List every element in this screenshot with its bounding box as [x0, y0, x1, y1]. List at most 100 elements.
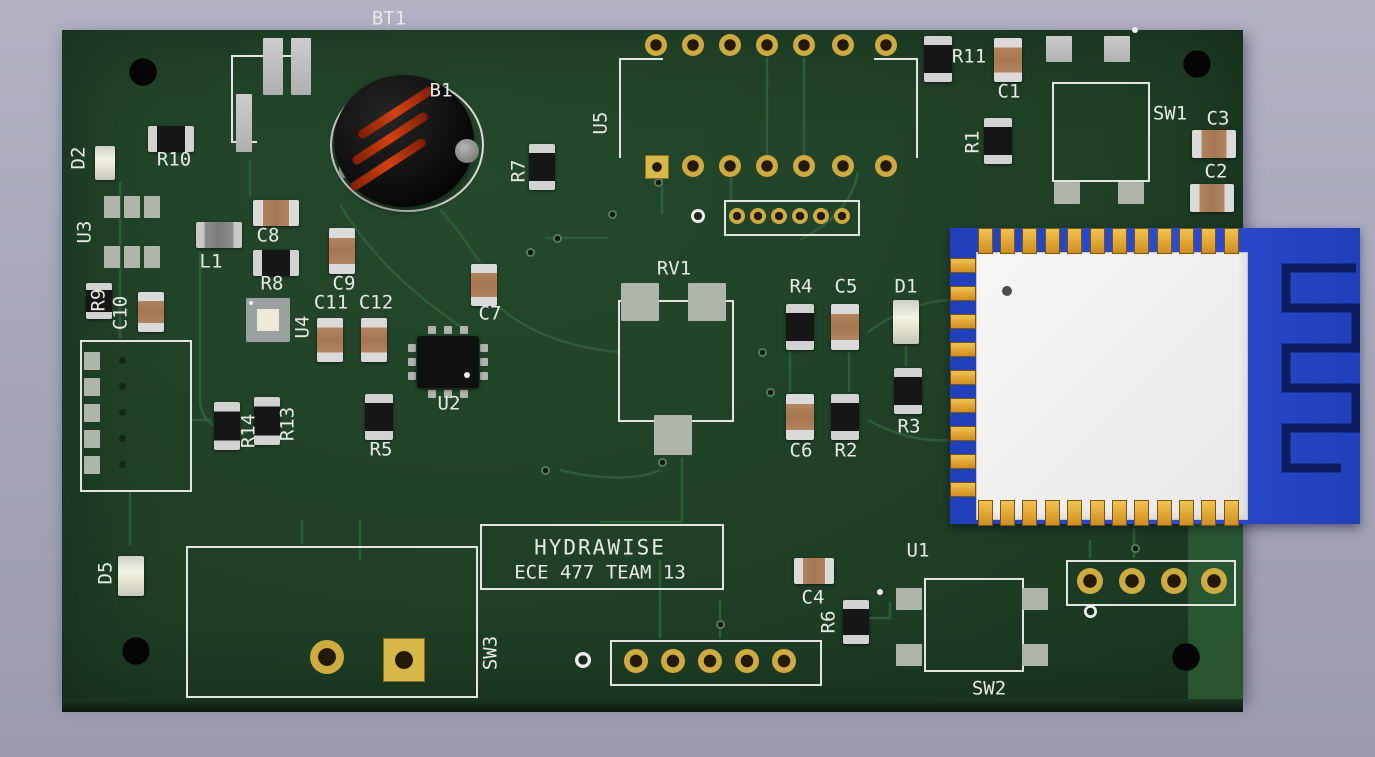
- silkscreen-label-r11: R11: [951, 45, 987, 68]
- module-pin: [1090, 228, 1105, 254]
- plated-hole: [1083, 604, 1097, 618]
- module-pin: [978, 500, 993, 526]
- module-pin: [1179, 500, 1194, 526]
- module-pin: [1000, 228, 1015, 254]
- capacitor-c5: [831, 304, 859, 350]
- drill-hole: [119, 435, 126, 442]
- silkscreen-label-u1: U1: [906, 539, 930, 562]
- via: [654, 178, 663, 187]
- via: [526, 248, 535, 257]
- through-hole-pad: [682, 155, 704, 177]
- silkscreen-label-d5: D5: [94, 561, 117, 585]
- inductor-l1: [196, 222, 242, 248]
- silkscreen-label-r5: R5: [369, 438, 393, 461]
- silkscreen-line: [874, 58, 918, 60]
- module-pin: [1134, 500, 1149, 526]
- silkscreen-label-r8: R8: [260, 272, 284, 295]
- resistor-r5: [365, 394, 393, 440]
- through-hole-pad: [875, 155, 897, 177]
- smd-pad: [480, 372, 488, 380]
- silkscreen-label-r13: R13: [276, 406, 299, 442]
- silkscreen-subtitle: ECE 477 TEAM 13: [514, 561, 686, 584]
- silkscreen-label-c5: C5: [834, 275, 858, 298]
- silkscreen-label-r2: R2: [834, 439, 858, 462]
- silkscreen-label-c11: C11: [313, 291, 349, 314]
- silkscreen-dot: [1132, 27, 1138, 33]
- drill-hole: [119, 461, 126, 468]
- smd-pad: [896, 644, 922, 666]
- silkscreen-label-r3: R3: [897, 415, 921, 438]
- buzzer-terminal: [455, 139, 479, 163]
- smd-pad: [408, 372, 416, 380]
- silkscreen-label-sw1: SW1: [1152, 102, 1188, 125]
- smd-pad: [144, 246, 160, 268]
- smd-pad: [444, 326, 452, 334]
- resistor-r1: [984, 118, 1012, 164]
- capacitor-c2: [1190, 184, 1234, 212]
- silkscreen-label-sw2: SW2: [971, 677, 1007, 700]
- sw1-outline: [1052, 82, 1150, 182]
- silkscreen-line: [916, 58, 918, 158]
- capacitor-c4: [794, 558, 834, 584]
- smd-pad: [688, 283, 726, 321]
- through-hole-pad: [735, 649, 759, 673]
- smd-pad: [84, 378, 100, 396]
- silkscreen-label-d1: D1: [894, 275, 918, 298]
- silkscreen-label-r10: R10: [156, 148, 192, 171]
- capacitor-c7: [471, 264, 497, 306]
- through-hole-pad: [832, 34, 854, 56]
- module-pin: [1045, 500, 1060, 526]
- silkscreen-label-c6: C6: [789, 439, 813, 462]
- module-shield-dot: [1002, 286, 1012, 296]
- silkscreen-label-r14: R14: [237, 413, 260, 449]
- through-hole-pad: [719, 155, 741, 177]
- ic-u2: [417, 336, 479, 388]
- silkscreen-label-c7: C7: [478, 302, 502, 325]
- through-hole-pad: [832, 155, 854, 177]
- via: [766, 388, 775, 397]
- module-pin: [950, 314, 976, 329]
- module-pin: [1000, 500, 1015, 526]
- smd-pad: [1022, 644, 1048, 666]
- through-hole-pad: [645, 34, 667, 56]
- smd-pad: [1022, 588, 1048, 610]
- via: [758, 348, 767, 357]
- smd-pad: [621, 283, 659, 321]
- resistor-r11: [924, 36, 952, 82]
- through-hole-pad: [756, 34, 778, 56]
- silkscreen-label-r7: R7: [507, 159, 530, 183]
- mounting-hole: [1183, 50, 1211, 78]
- module-pin: [1045, 228, 1060, 254]
- drill-hole: [119, 409, 126, 416]
- module-pin: [1112, 500, 1127, 526]
- silkscreen-label-u4: U4: [291, 315, 314, 339]
- silkscreen-line: [619, 58, 621, 158]
- module-pin: [950, 370, 976, 385]
- module-pin: [1201, 500, 1216, 526]
- through-hole-pad: [1161, 568, 1187, 594]
- capacitor-c1: [994, 38, 1022, 82]
- plated-hole: [575, 652, 591, 668]
- via: [553, 234, 562, 243]
- smd-pad: [428, 326, 436, 334]
- silkscreen-label-r4: R4: [789, 275, 813, 298]
- antenna-trace: [1281, 263, 1360, 473]
- silkscreen-label-c1: C1: [997, 80, 1021, 103]
- resistor-r2: [831, 394, 859, 440]
- via: [608, 210, 617, 219]
- via: [716, 620, 725, 629]
- smd-pad: [654, 415, 692, 455]
- silkscreen-label-sw3: SW3: [479, 635, 502, 671]
- silkscreen-label-c10: C10: [109, 295, 132, 331]
- silkscreen-line: [231, 55, 233, 143]
- led-d2: [95, 146, 115, 180]
- through-hole-pad: [793, 155, 815, 177]
- resistor-r14: [214, 402, 240, 450]
- board-bottom-edge: [62, 699, 1243, 712]
- smd-pad: [84, 404, 100, 422]
- silkscreen-label-r6: R6: [817, 610, 840, 634]
- through-hole-pad: [793, 34, 815, 56]
- module-pin: [1022, 228, 1037, 254]
- module-pin: [1201, 228, 1216, 254]
